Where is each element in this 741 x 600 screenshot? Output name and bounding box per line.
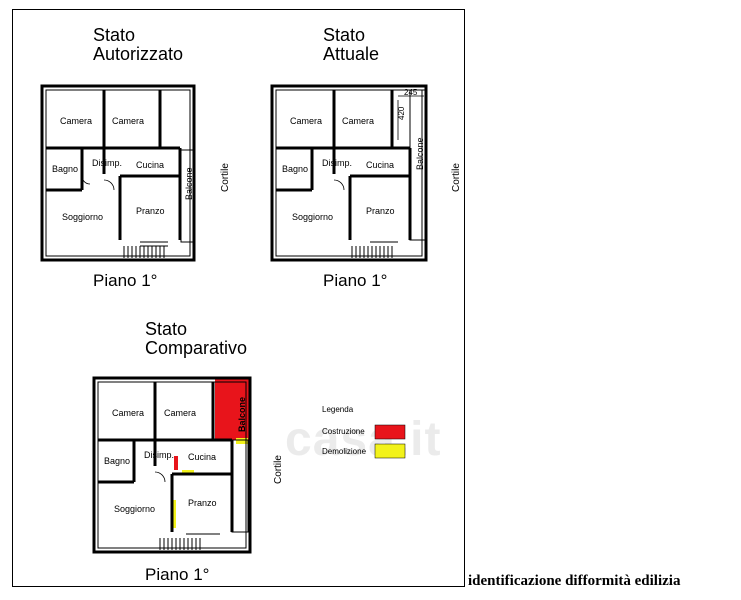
room-camera-2: Camera (112, 116, 144, 126)
legend-swatch-demolizione (374, 443, 406, 459)
title-line-1: Stato (145, 319, 188, 339)
legend-label-demolizione: Demolizione (322, 447, 367, 456)
room-pranzo: Pranzo (136, 206, 165, 216)
room-camera-2: Camera (164, 408, 196, 418)
room-cucina: Cucina (188, 452, 216, 462)
dim-420: 420 (397, 106, 406, 120)
costruzione-area-2 (174, 456, 178, 470)
label-balcone: Balcone (184, 167, 194, 200)
room-bagno: Bagno (104, 456, 130, 466)
title-line-1: Stato (93, 25, 136, 45)
room-pranzo: Pranzo (188, 498, 217, 508)
room-disimp: Disimp. (322, 158, 352, 168)
room-disimp: Disimp. (144, 450, 174, 460)
room-pranzo: Pranzo (366, 206, 395, 216)
dim-245: 245 (404, 88, 418, 97)
room-soggiorno: Soggiorno (62, 212, 103, 222)
label-cortile: Cortile (273, 455, 284, 484)
room-soggiorno: Soggiorno (292, 212, 333, 222)
room-disimp: Disimp. (92, 158, 122, 168)
room-camera-1: Camera (60, 116, 92, 126)
plan-attuale (270, 84, 428, 262)
title-line-2: Attuale (323, 44, 380, 64)
label-cortile: Cortile (220, 163, 231, 192)
room-cucina: Cucina (136, 160, 164, 170)
label-balcone: Balcone (237, 397, 247, 432)
room-soggiorno: Soggiorno (114, 504, 155, 514)
title-autorizzato: Stato Autorizzato (93, 26, 183, 64)
costruzione-area (215, 378, 249, 440)
title-comparativo: Stato Comparativo (145, 320, 247, 358)
demolizione-area-1 (236, 438, 248, 444)
legend-label-costruzione: Costruzione (322, 427, 365, 436)
room-cucina: Cucina (366, 160, 394, 170)
room-camera-2: Camera (342, 116, 374, 126)
title-line-2: Comparativo (145, 338, 248, 358)
demolizione-area-3 (172, 500, 176, 528)
room-camera-1: Camera (290, 116, 322, 126)
plan-autorizzato (40, 84, 196, 262)
room-bagno: Bagno (282, 164, 308, 174)
drawing-frame (12, 9, 465, 587)
title-line-2: Autorizzato (93, 44, 184, 64)
label-cortile: Cortile (451, 163, 462, 192)
legend-swatch-costruzione (374, 424, 406, 440)
room-bagno: Bagno (52, 164, 78, 174)
title-line-1: Stato (323, 25, 366, 45)
plan-comparativo (92, 376, 252, 554)
watermark-logo: casa.it (285, 413, 442, 466)
caption: identificazione difformità edilizia (468, 573, 681, 589)
room-camera-1: Camera (112, 408, 144, 418)
label-balcone: Balcone (415, 137, 425, 170)
piano-label-autorizzato: Piano 1° (93, 271, 158, 290)
piano-label-attuale: Piano 1° (323, 271, 388, 290)
piano-label-comparativo: Piano 1° (145, 565, 210, 584)
title-attuale: Stato Attuale (323, 26, 379, 64)
demolizione-area-2 (182, 470, 194, 474)
legend-title: Legenda (322, 405, 354, 414)
